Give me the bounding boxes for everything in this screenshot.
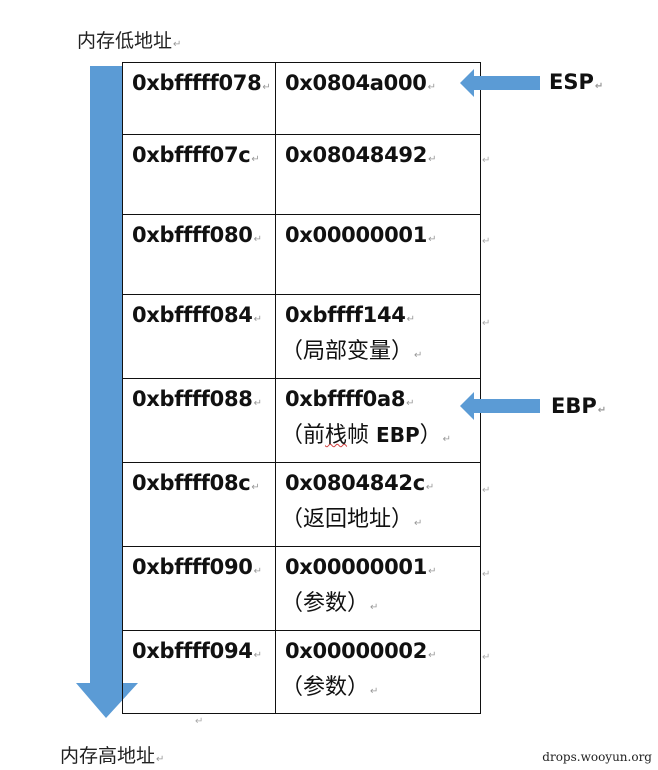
- stack-row: 0xbffff084↵ 0xbffff144↵ （局部变量）↵: [122, 294, 481, 379]
- paragraph-mark: ↵: [370, 686, 379, 697]
- paragraph-mark: ↵: [425, 482, 435, 493]
- value-cell: 0x0804a000↵: [275, 62, 481, 135]
- esp-label: ESP↵: [549, 70, 603, 94]
- note-text: 帧: [347, 423, 377, 448]
- stack-row: 0xbffff080↵ 0x00000001↵: [122, 214, 481, 295]
- paragraph-mark: ↵: [428, 650, 437, 661]
- stack-value: 0xbffff0a8: [285, 387, 406, 411]
- stack-note: （参数）↵: [281, 669, 480, 701]
- stack-note: （局部变量）↵: [281, 333, 480, 365]
- paragraph-mark: ↵: [482, 236, 491, 247]
- paragraph-mark: ↵: [428, 234, 437, 245]
- address-value: 0xbffff088: [132, 387, 253, 411]
- value-cell: 0x00000001↵ （参数）↵: [275, 546, 481, 631]
- stack-note: （返回地址）↵: [281, 501, 480, 533]
- paragraph-mark: ↵: [195, 716, 204, 727]
- address-value: 0xbfffff078: [132, 71, 262, 95]
- note-text: （参数）: [281, 675, 370, 700]
- paragraph-mark: ↵: [482, 569, 491, 580]
- address-cell: 0xbffff088↵: [122, 378, 276, 463]
- address-cell: 0xbffff084↵: [122, 294, 276, 379]
- paragraph-mark: ↵: [253, 234, 262, 245]
- paragraph-mark: ↵: [156, 754, 165, 765]
- paragraph-mark: ↵: [251, 154, 260, 165]
- paragraph-mark: ↵: [173, 39, 182, 50]
- note-text: （局部变量）: [281, 339, 414, 364]
- stack-value: 0x00000002: [285, 639, 428, 663]
- paragraph-mark: ↵: [253, 650, 262, 661]
- esp-text: ESP: [549, 70, 594, 94]
- address-cell: 0xbffff07c↵: [122, 134, 276, 215]
- stack-value: 0x00000001: [285, 555, 428, 579]
- stack-row: 0xbffff094↵ 0x00000002↵ （参数）↵: [122, 630, 481, 714]
- address-cell: 0xbffff094↵: [122, 630, 276, 714]
- paragraph-mark: ↵: [414, 518, 423, 529]
- paragraph-mark: ↵: [482, 485, 491, 496]
- address-cell: 0xbfffff078↵: [122, 62, 276, 135]
- address-value: 0xbffff080: [132, 223, 253, 247]
- watermark: drops.wooyun.org: [542, 750, 652, 764]
- stack-row: 0xbffff08c↵ 0x0804842c↵ （返回地址）↵: [122, 462, 481, 547]
- stack-row: 0xbffff090↵ 0x00000001↵ （参数）↵: [122, 546, 481, 631]
- stack-note: （参数）↵: [281, 585, 480, 617]
- paragraph-mark: ↵: [406, 398, 415, 409]
- high-address-label: 内存高地址↵: [60, 741, 164, 768]
- note-text: （前: [281, 423, 326, 448]
- note-text: （参数）: [281, 591, 370, 616]
- value-cell: 0xbffff144↵ （局部变量）↵: [275, 294, 481, 379]
- paragraph-mark: ↵: [406, 314, 415, 325]
- ebp-text: EBP: [551, 394, 597, 418]
- paragraph-mark: ↵: [427, 82, 437, 93]
- paragraph-mark: ↵: [414, 350, 423, 361]
- address-value: 0xbffff08c: [132, 471, 251, 495]
- stack-row: 0xbfffff078↵ 0x0804a000↵: [122, 62, 481, 135]
- address-value: 0xbffff090: [132, 555, 253, 579]
- stack-value: 0x08048492: [285, 143, 428, 167]
- address-cell: 0xbffff08c↵: [122, 462, 276, 547]
- note-register: EBP: [376, 423, 420, 447]
- note-text: （返回地址）: [281, 507, 414, 532]
- stack-note: （前栈帧 EBP）↵: [281, 417, 480, 449]
- memory-direction-arrow-icon: [76, 66, 138, 718]
- value-cell: 0x00000002↵ （参数）↵: [275, 630, 481, 714]
- paragraph-mark: ↵: [251, 482, 260, 493]
- ebp-pointer-arrow-icon: [460, 392, 540, 420]
- paragraph-mark: ↵: [428, 566, 437, 577]
- paragraph-mark: ↵: [253, 398, 262, 409]
- paragraph-mark: ↵: [428, 154, 437, 165]
- stack-value: 0x0804842c: [285, 471, 425, 495]
- paragraph-mark: ↵: [482, 318, 491, 329]
- paragraph-mark: ↵: [442, 434, 452, 445]
- paragraph-mark: ↵: [253, 314, 262, 325]
- value-cell: 0xbffff0a8↵ （前栈帧 EBP）↵: [275, 378, 481, 463]
- stack-value: 0xbffff144: [285, 303, 406, 327]
- stack-table: 0xbfffff078↵ 0x0804a000↵ 0xbffff07c↵ 0x0…: [122, 62, 481, 714]
- high-address-text: 内存高地址: [60, 745, 156, 767]
- low-address-label: 内存低地址↵: [77, 26, 181, 53]
- stack-row: 0xbffff088↵ 0xbffff0a8↵ （前栈帧 EBP）↵: [122, 378, 481, 463]
- paragraph-mark: ↵: [253, 566, 262, 577]
- address-cell: 0xbffff090↵: [122, 546, 276, 631]
- paragraph-mark: ↵: [370, 602, 379, 613]
- paragraph-mark: ↵: [594, 81, 604, 92]
- address-value: 0xbffff07c: [132, 143, 251, 167]
- stack-row: 0xbffff07c↵ 0x08048492↵: [122, 134, 481, 215]
- spellcheck-underlined-text: 栈: [325, 423, 348, 448]
- stack-value: 0x00000001: [285, 223, 428, 247]
- value-cell: 0x08048492↵: [275, 134, 481, 215]
- address-value: 0xbffff084: [132, 303, 253, 327]
- address-value: 0xbffff094: [132, 639, 253, 663]
- note-text: ）: [419, 423, 442, 448]
- stack-value: 0x0804a000: [285, 71, 427, 95]
- paragraph-mark: ↵: [262, 82, 271, 93]
- paragraph-mark: ↵: [482, 155, 491, 166]
- ebp-label: EBP↵: [551, 394, 606, 418]
- value-cell: 0x0804842c↵ （返回地址）↵: [275, 462, 481, 547]
- paragraph-mark: ↵: [597, 405, 607, 416]
- low-address-text: 内存低地址: [77, 30, 173, 52]
- esp-pointer-arrow-icon: [460, 69, 540, 97]
- address-cell: 0xbffff080↵: [122, 214, 276, 295]
- value-cell: 0x00000001↵: [275, 214, 481, 295]
- paragraph-mark: ↵: [482, 652, 491, 663]
